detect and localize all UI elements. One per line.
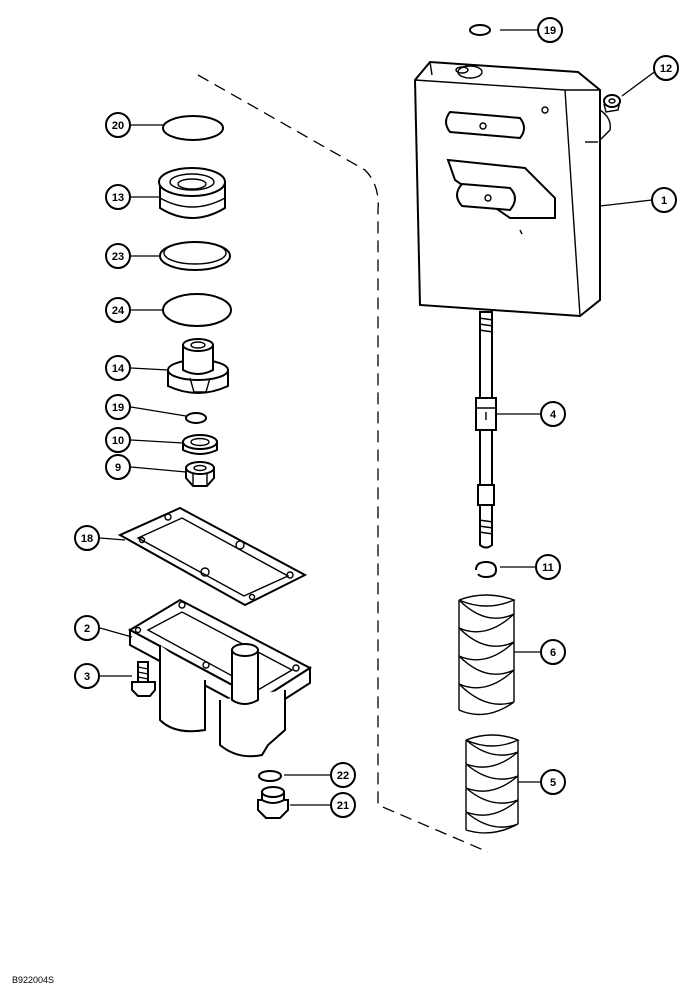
svg-text:9: 9 (115, 462, 121, 474)
callout-11: 11 (535, 554, 561, 580)
assembly-dashed-line (197, 74, 489, 853)
fitting-shape (603, 94, 621, 113)
svg-text:23: 23 (112, 251, 124, 263)
callout-2: 2 (74, 615, 100, 641)
callout-6: 6 (540, 639, 566, 665)
svg-text:18: 18 (81, 533, 93, 545)
callout-5: 5 (540, 769, 566, 795)
svg-text:13: 13 (112, 192, 124, 204)
callout-13: 13 (105, 184, 131, 210)
svg-text:22: 22 (337, 770, 349, 782)
svg-text:12: 12 (660, 63, 672, 75)
o-ring-large-shape (162, 115, 224, 141)
svg-text:20: 20 (112, 120, 124, 132)
callout-1: 1 (651, 187, 677, 213)
nut-shape (185, 461, 215, 487)
svg-text:11: 11 (542, 562, 554, 574)
washer-shape (182, 434, 218, 455)
cover-shape (127, 598, 312, 758)
gasket-shape (117, 506, 308, 607)
svg-text:5: 5 (550, 777, 556, 789)
callout-10: 10 (105, 427, 131, 453)
plug-shape (257, 786, 289, 819)
bolt-shape (131, 661, 156, 697)
seal-bushing-shape (158, 167, 226, 219)
callout-14: 14 (105, 355, 131, 381)
callout-19-top: 19 (537, 17, 563, 43)
svg-text:10: 10 (112, 435, 124, 447)
ring-23-shape (159, 241, 231, 271)
o-ring-top-shape (469, 24, 491, 36)
svg-text:4: 4 (550, 409, 557, 421)
reference-code: B922004S (12, 975, 55, 985)
callout-18: 18 (74, 525, 100, 551)
snap-ring-shape (475, 560, 498, 579)
callout-21: 21 (330, 792, 356, 818)
piston-shape (167, 338, 229, 394)
callout-24: 24 (105, 297, 131, 323)
svg-text:19: 19 (544, 25, 556, 37)
callout-19-small: 19 (105, 394, 131, 420)
svg-text:24: 24 (112, 305, 125, 317)
o-ring-small-shape (185, 412, 207, 424)
callout-4: 4 (540, 401, 566, 427)
callout-9: 9 (105, 454, 131, 480)
svg-text:1: 1 (661, 195, 667, 207)
o-ring-plug-shape (258, 770, 282, 782)
svg-text:3: 3 (84, 671, 90, 683)
callout-23: 23 (105, 243, 131, 269)
spring-upper-shape (458, 594, 516, 716)
valve-housing (413, 60, 611, 318)
svg-text:14: 14 (112, 363, 125, 375)
svg-text:21: 21 (337, 800, 349, 812)
callouts: 19 12 1 20 13 23 24 14 (74, 17, 679, 818)
svg-text:2: 2 (84, 623, 90, 635)
spool-shaft-shape (475, 311, 497, 549)
callout-3: 3 (74, 663, 100, 689)
svg-text:6: 6 (550, 647, 556, 659)
callout-22: 22 (330, 762, 356, 788)
callout-20: 20 (105, 112, 131, 138)
leader-lines (99, 29, 658, 806)
svg-text:19: 19 (112, 402, 124, 414)
spring-lower-shape (465, 734, 520, 834)
callout-12: 12 (653, 55, 679, 81)
ring-24-shape (162, 293, 232, 327)
